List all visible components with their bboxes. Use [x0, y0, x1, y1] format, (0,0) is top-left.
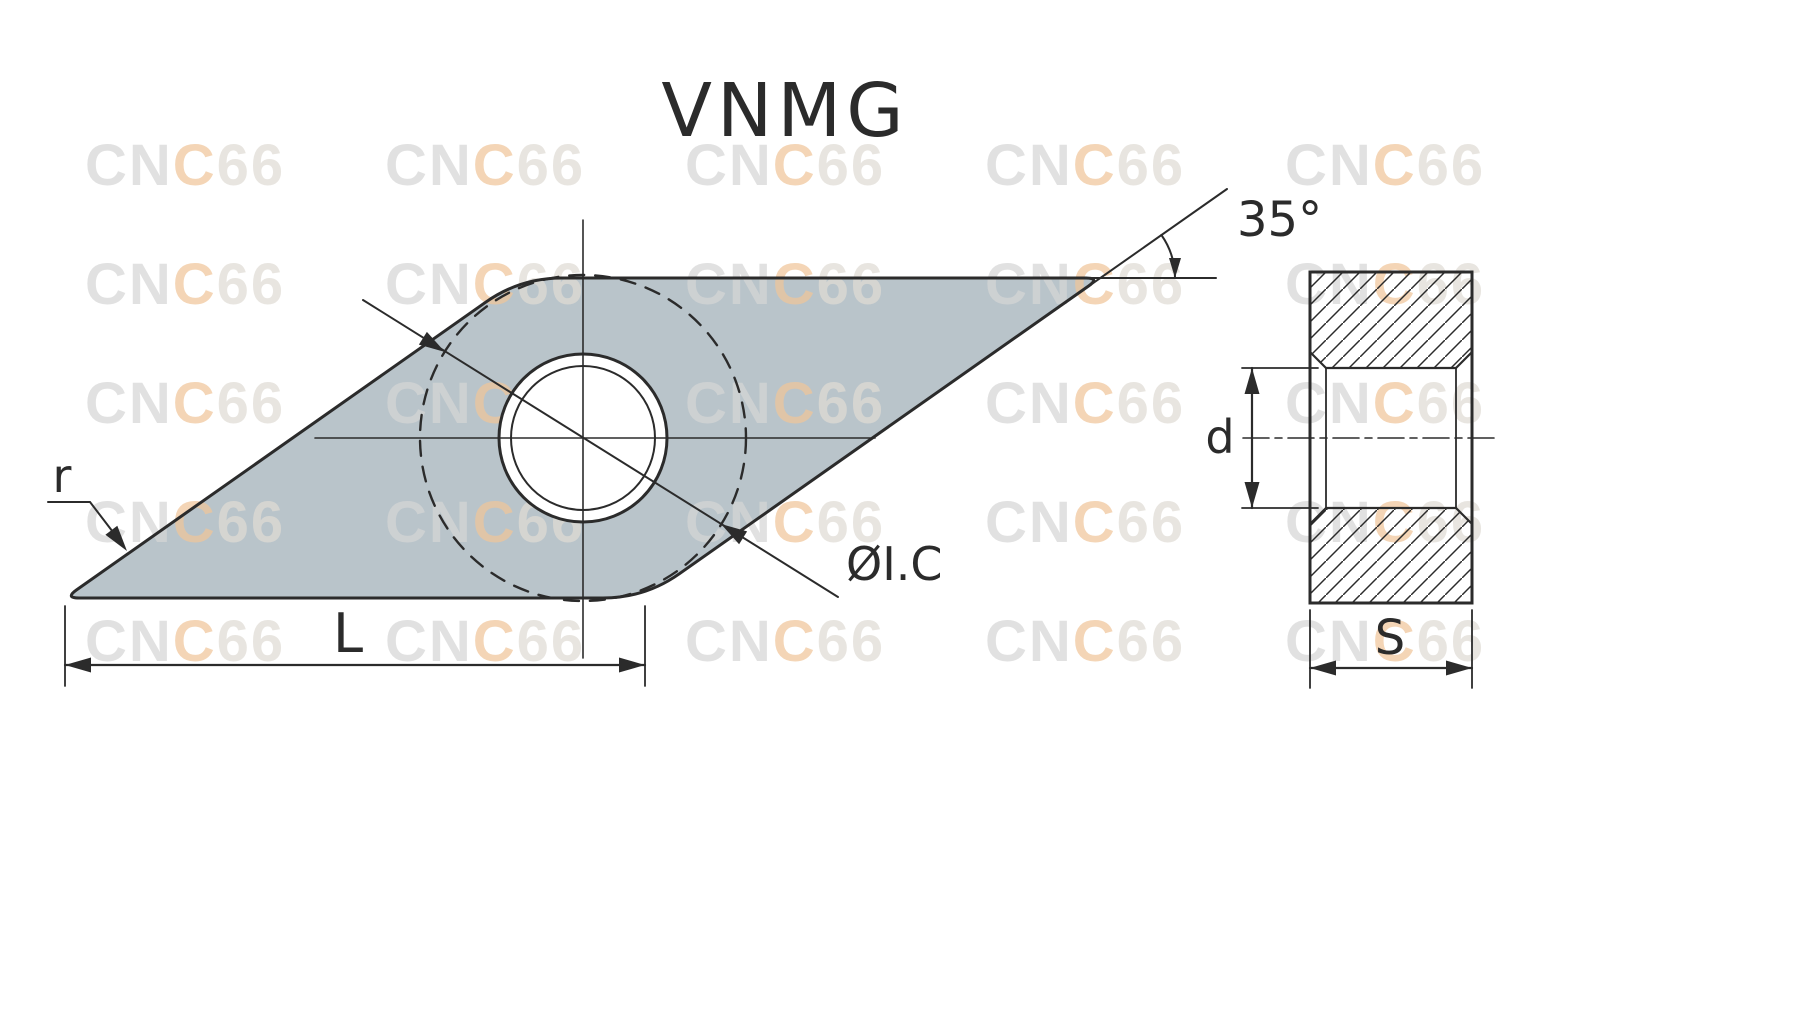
label-layer: VNMG 35° r L ØI.C d S	[53, 68, 1406, 666]
line-art-layer	[47, 188, 1501, 689]
angle-arc-arrow	[1169, 258, 1181, 278]
radius-leader-line	[47, 501, 117, 537]
side-hatch-bottom	[1310, 508, 1472, 603]
watermark-text: CNC66	[985, 133, 1185, 198]
radius-leader-arrow	[105, 525, 127, 551]
watermark-text: CNC66	[85, 133, 285, 198]
watermark-text: CNC66	[685, 252, 885, 317]
watermark-text: CNC66	[685, 371, 885, 436]
watermark-text: CNC66	[85, 371, 285, 436]
ic-arrow-upper	[418, 331, 445, 352]
watermark-text: CNC66	[985, 371, 1185, 436]
thickness-arrow-right	[1446, 660, 1472, 676]
watermark-text: CNC66	[1285, 133, 1485, 198]
inscribed-circle-label: ØI.C	[846, 537, 943, 591]
side-chamfer-top-left	[1308, 350, 1328, 370]
watermark-text: CNC66	[685, 490, 885, 555]
watermark-text: CNC66	[85, 490, 285, 555]
watermark-text: CNC66	[385, 609, 585, 674]
length-arrow-left	[65, 657, 91, 673]
hole-dia-arrow-bottom	[1244, 482, 1260, 508]
length-arrow-right	[619, 657, 645, 673]
hole-dia-arrow-top	[1244, 368, 1260, 394]
watermark-text: CNC66	[985, 609, 1185, 674]
length-label: L	[333, 602, 363, 665]
side-chamfer-bottom-right	[1454, 506, 1474, 526]
thickness-arrow-left	[1310, 660, 1336, 676]
watermark-text: CNC66	[685, 609, 885, 674]
side-chamfer-top-right	[1454, 350, 1474, 370]
watermark-text: CNC66	[85, 609, 285, 674]
angle-ref-slanted	[1004, 188, 1228, 346]
watermark-text: CNC66	[1285, 371, 1485, 436]
watermark-text: CNC66	[985, 490, 1185, 555]
side-chamfer-bottom-left	[1308, 506, 1328, 526]
watermark-text: CNC66	[985, 252, 1185, 317]
ic-arrow-lower	[721, 524, 748, 545]
thickness-label: S	[1375, 610, 1405, 666]
hole-diameter-label: d	[1205, 410, 1234, 464]
angle-label: 35°	[1237, 192, 1322, 248]
watermark-text: CNC66	[85, 252, 285, 317]
drawing-title: VNMG	[661, 68, 908, 154]
watermark-text: CNC66	[685, 133, 885, 198]
side-hatch-top	[1310, 272, 1472, 368]
watermark-text: CNC66	[385, 133, 585, 198]
watermark-text: CNC66	[385, 252, 585, 317]
corner-radius-label: r	[53, 449, 72, 503]
